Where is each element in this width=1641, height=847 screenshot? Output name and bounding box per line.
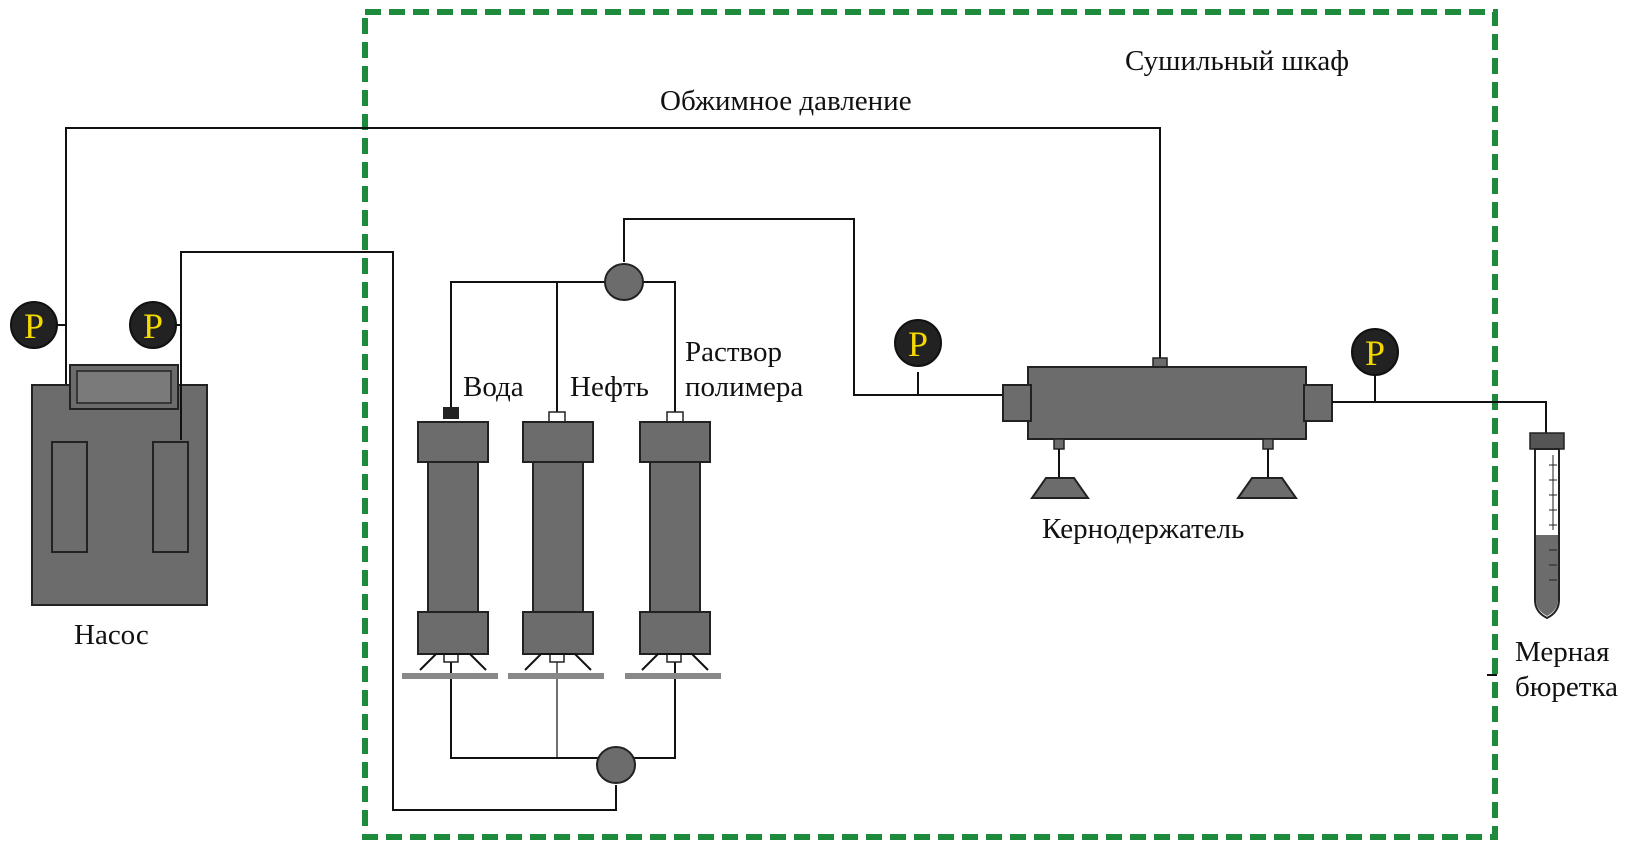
top-valve	[604, 263, 644, 301]
pressure-gauge-outlet-icon: P	[1351, 328, 1399, 376]
water-label: Вода	[463, 371, 524, 403]
pump-outlet-line	[180, 251, 617, 811]
polymer-solution-label-line2: полимера	[685, 371, 804, 403]
drying-cabinet-border	[362, 9, 1498, 840]
core-holder	[1002, 357, 1333, 499]
svg-text:P: P	[143, 306, 163, 346]
pump-label: Насос	[74, 619, 149, 651]
burette-label-line2: бюретка	[1515, 671, 1618, 703]
polymer-solution-label-line1: Раствор	[685, 336, 783, 368]
bottom-valve	[596, 746, 636, 784]
polymer-cylinder	[625, 411, 721, 679]
outlet-line	[1332, 401, 1547, 433]
pump-cylinder-right	[152, 441, 189, 553]
oil-label: Нефть	[570, 371, 649, 403]
burette-label-line1: Мерная	[1515, 636, 1610, 668]
pump-cylinder-left	[51, 441, 88, 553]
svg-text:P: P	[908, 324, 928, 364]
pressure-gauge-confining-icon: P	[10, 301, 58, 349]
core-holder-label: Кернодержатель	[1042, 513, 1245, 545]
top-valve-outlet-line	[623, 218, 1008, 396]
drying-cabinet-label: Сушильный шкаф	[1125, 45, 1350, 77]
confining-pressure-label: Обжимное давление	[660, 85, 912, 117]
pressure-gauge-inlet-icon: P	[894, 319, 942, 367]
confining-pressure-line	[65, 127, 1161, 440]
svg-text:P: P	[24, 306, 44, 346]
oil-cylinder	[508, 411, 604, 679]
top-manifold-line	[450, 281, 676, 415]
water-cylinder	[402, 407, 498, 679]
pump-top-panel-inner	[76, 370, 172, 404]
svg-text:P: P	[1365, 333, 1385, 373]
pressure-gauge-pump-icon: P	[129, 301, 177, 349]
bottom-manifold-line	[450, 660, 676, 759]
measuring-burette	[1529, 432, 1565, 620]
